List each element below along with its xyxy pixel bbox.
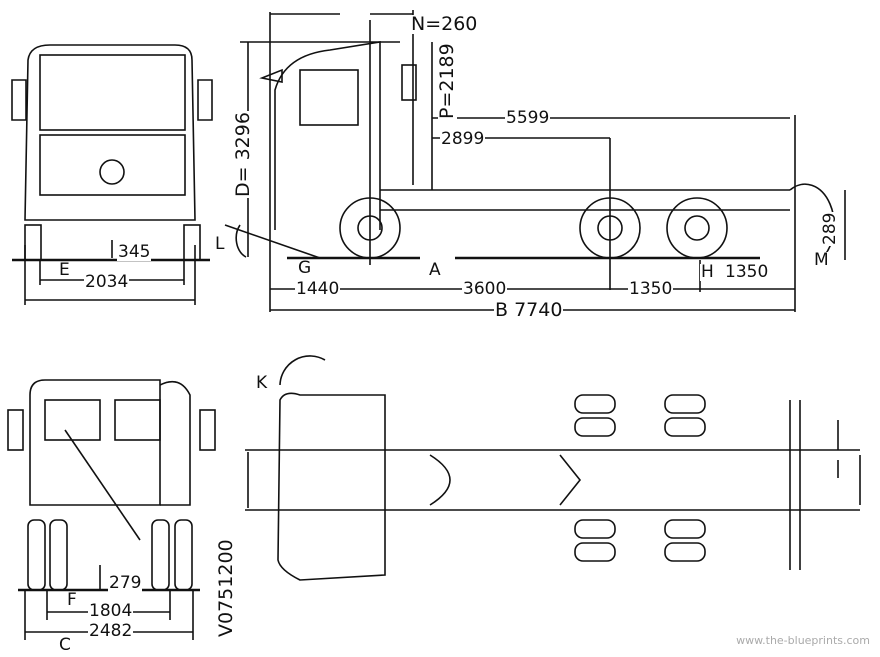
side-label-h: H [700, 262, 715, 282]
side-dim-1350-rear: 1350 [724, 262, 770, 282]
side-dim-1440: 1440 [295, 279, 341, 299]
rear-label-c: C [58, 635, 72, 655]
watermark: www.the-blueprints.com [736, 634, 870, 647]
front-label-e: E [58, 260, 71, 280]
side-dim-289: 289 [820, 211, 840, 246]
side-dim-1350: 1350 [628, 279, 674, 299]
front-dim-width: 2034 [84, 272, 130, 292]
side-label-m: M [813, 250, 830, 270]
rear-dim-1804: 1804 [88, 601, 134, 621]
side-dim-3600: 3600 [462, 279, 508, 299]
rear-label-f: F [66, 590, 78, 610]
front-view-drawing [11, 44, 213, 305]
top-label-k: K [255, 373, 269, 393]
top-view-drawing [245, 355, 861, 581]
rear-dim-2482: 2482 [88, 621, 134, 641]
rear-dim-279: 279 [108, 573, 143, 593]
side-label-g: G [297, 258, 313, 278]
side-label-p: P=2189 [436, 42, 458, 120]
side-dim-5599: 5599 [505, 108, 551, 128]
side-label-a: A [428, 260, 442, 280]
side-label-n: N=260 [410, 13, 479, 35]
side-label-l: L [214, 234, 226, 254]
side-total-length: B 7740 [494, 299, 564, 321]
front-dim-345: 345 [117, 242, 152, 262]
side-view-drawing [224, 10, 846, 312]
side-dim-2899: 2899 [440, 129, 486, 149]
side-label-d: D= 3296 [232, 111, 254, 198]
drawing-code: V0751200 [215, 538, 237, 638]
